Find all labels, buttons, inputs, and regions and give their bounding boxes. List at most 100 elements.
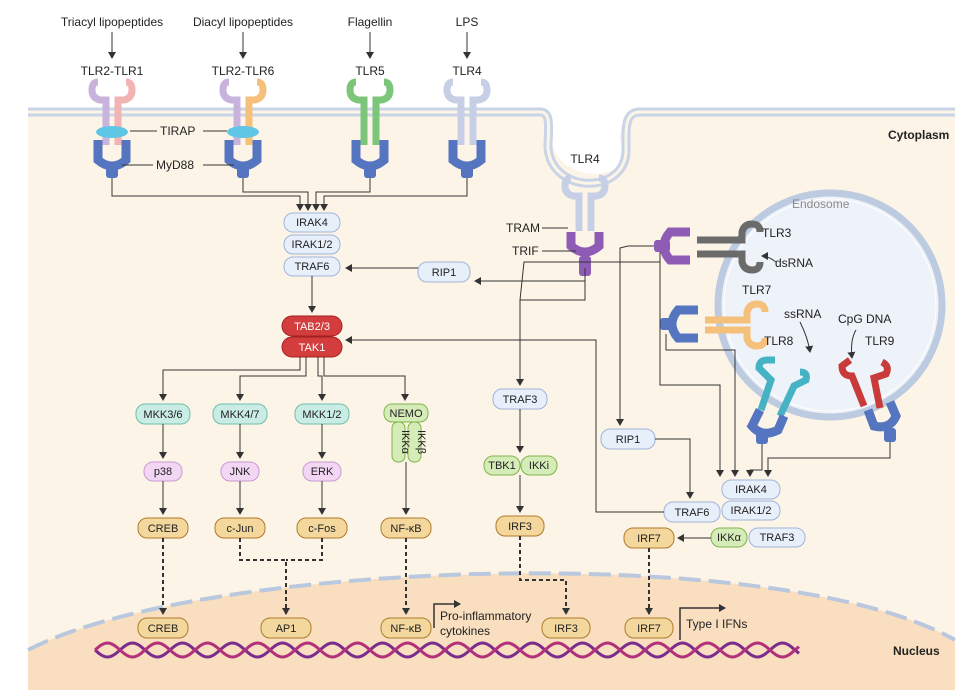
traf6-second-node: TRAF6 [663,501,721,523]
mkk36-node: MKK3/6 [135,403,191,425]
tab23-node: TAB2/3 [281,315,343,337]
nucleus-label: Nucleus [893,644,940,658]
tlr3-receptor [654,220,764,274]
ligand-triacyl: Triacyl lipopeptides [61,15,163,29]
svg-text:MKK4/7: MKK4/7 [220,409,259,421]
irf7-nuclear-node: IRF7 [624,617,674,639]
svg-text:RIP1: RIP1 [616,434,640,446]
tlr9-receptor [838,357,901,442]
ligand-dsrna: dsRNA [775,256,813,270]
receptor-tlr5: TLR5 [355,64,385,78]
svg-text:IRF7: IRF7 [637,533,661,545]
svg-text:c-Fos: c-Fos [308,523,336,535]
svg-text:CREB: CREB [148,623,179,635]
svg-text:IRF7: IRF7 [637,623,661,635]
svg-text:NEMO: NEMO [390,408,423,420]
receptor-tlr4-endo: TLR4 [570,152,600,166]
tbk1-node: TBK1 [483,455,521,476]
receptor-tlr7: TLR7 [742,283,772,297]
ligand-lps: LPS [456,15,479,29]
nfkb-nuclear-node: NF-κB [380,617,432,639]
svg-text:IRAK1/2: IRAK1/2 [731,505,772,517]
svg-text:TRAF6: TRAF6 [295,261,330,273]
svg-text:TAB2/3: TAB2/3 [294,321,330,333]
svg-text:IRAK1/2: IRAK1/2 [292,239,333,251]
svg-text:CREB: CREB [148,523,179,535]
endosome-label: Endosome [792,197,850,211]
rip1-node: RIP1 [417,261,471,283]
output-type1-ifns: Type I IFNs [686,617,747,631]
traf3-second-node: TRAF3 [748,527,806,548]
tlr8-receptor [746,356,810,444]
output-proinflammatory-1: Pro-inflammatory [440,609,531,623]
tlr2-tlr6-receptor [219,78,267,178]
dna-helix [94,641,800,659]
traf6-node: TRAF6 [283,256,341,277]
receptor-tlr4-surface: TLR4 [452,64,482,78]
svg-text:IRF3: IRF3 [508,521,532,533]
svg-text:RIP1: RIP1 [432,267,456,279]
svg-text:IKKα: IKKα [717,532,742,544]
svg-text:AP1: AP1 [276,623,297,635]
receptor-tlr9: TLR9 [865,334,895,348]
svg-text:c-Jun: c-Jun [227,523,254,535]
tlr5-receptor [346,78,394,178]
receptor-tlr2-tlr1: TLR2-TLR1 [81,64,144,78]
irf3-node: IRF3 [495,515,545,537]
svg-text:TRAF6: TRAF6 [675,507,710,519]
rip1-second-node: RIP1 [600,428,656,450]
svg-text:NF-κB: NF-κB [390,523,421,535]
receptor-tlr3: TLR3 [762,226,792,240]
svg-text:IKKi: IKKi [529,460,549,472]
svg-text:ERK: ERK [311,466,334,478]
irf7-node: IRF7 [623,527,675,549]
nemo-complex: NEMO IKKα IKKβ [383,403,429,463]
ligand-cpg: CpG DNA [838,312,891,326]
irak4-second-node: IRAK4 [721,479,781,500]
ligand-ssrna: ssRNA [784,307,821,321]
svg-text:NF-κB: NF-κB [390,623,421,635]
svg-text:IRF3: IRF3 [554,623,578,635]
svg-text:MKK1/2: MKK1/2 [302,409,341,421]
receptor-tlr2-tlr6: TLR2-TLR6 [212,64,275,78]
traf3-node: TRAF3 [492,388,548,410]
ikkb-label: IKKβ [415,430,427,454]
svg-text:JNK: JNK [230,466,251,478]
cjun-node: c-Jun [214,517,266,539]
tlr4-endosomal-receptor [561,174,609,276]
svg-text:TRAF3: TRAF3 [760,532,795,544]
mkk12-node: MKK1/2 [294,403,350,425]
cytoplasm-label: Cytoplasm [888,128,949,142]
cfos-node: c-Fos [296,517,348,539]
adaptor-tram: TRAM [506,221,540,235]
ap1-nuclear-node: AP1 [260,617,312,639]
ikka-label: IKKα [399,430,411,455]
nucleus-region [28,573,955,690]
ikka-second-node: IKKα [710,527,748,548]
ligand-flagellin: Flagellin [348,15,393,29]
ikki-node: IKKi [520,455,558,476]
svg-text:TRAF3: TRAF3 [503,394,538,406]
svg-text:IRAK4: IRAK4 [735,484,767,496]
irak12-second-node: IRAK1/2 [721,500,781,521]
ligand-diacyl: Diacyl lipopeptides [193,15,293,29]
svg-text:p38: p38 [154,466,172,478]
adaptor-trif: TRIF [512,244,539,258]
adaptor-myd88: MyD88 [156,158,194,172]
svg-text:TAK1: TAK1 [299,342,326,354]
irak12-node: IRAK1/2 [283,234,341,255]
output-proinflammatory-2: cytokines [440,624,490,638]
svg-text:IRAK4: IRAK4 [296,217,328,229]
nuclear-envelope [27,571,956,652]
irf3-nuclear-node: IRF3 [541,617,591,639]
tak1-node: TAK1 [281,336,343,358]
jnk-node: JNK [220,461,260,482]
tlr2-tlr1-receptor [88,78,136,178]
erk-node: ERK [302,461,342,482]
adaptor-tirap: TIRAP [160,124,195,138]
nfkb-node: NF-κB [380,517,432,539]
p38-node: p38 [143,461,183,482]
creb-nuclear-node: CREB [137,617,189,639]
